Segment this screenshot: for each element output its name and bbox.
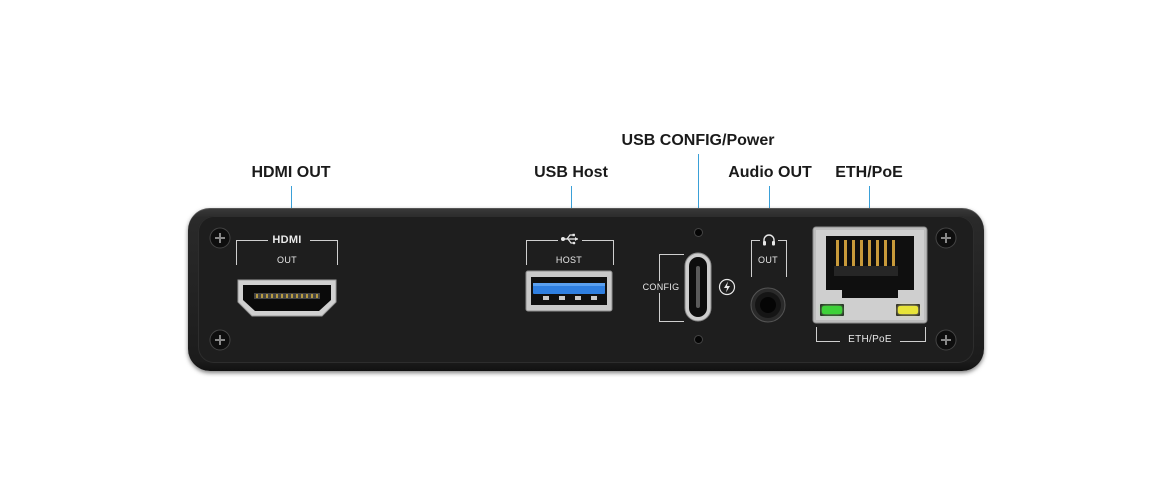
hdmi-port[interactable] bbox=[234, 276, 340, 320]
indicator-hole-bottom bbox=[695, 336, 702, 343]
usb-trident-icon bbox=[561, 233, 578, 245]
screw-icon bbox=[935, 329, 957, 351]
config-label: CONFIG bbox=[642, 282, 680, 292]
indicator-hole-top bbox=[695, 229, 702, 236]
usb-host-label: HOST bbox=[555, 255, 583, 265]
screw-icon bbox=[209, 227, 231, 249]
leader-line-usb-config bbox=[698, 154, 699, 228]
usb-c-config-power-port[interactable] bbox=[684, 252, 712, 322]
callout-usb-config-power: USB CONFIG/Power bbox=[621, 132, 775, 149]
callout-audio-out: Audio OUT bbox=[728, 164, 812, 181]
link-led-green bbox=[822, 306, 842, 314]
usb-host-port[interactable] bbox=[525, 270, 613, 312]
hdmi-label: HDMI bbox=[272, 234, 302, 246]
screw-icon bbox=[209, 329, 231, 351]
hdmi-out-label: OUT bbox=[277, 255, 297, 265]
eth-poe-label: ETH/PoE bbox=[848, 334, 892, 345]
audio-jack[interactable] bbox=[750, 287, 786, 323]
lightning-bolt-icon bbox=[718, 278, 736, 296]
audio-out-label: OUT bbox=[758, 255, 778, 265]
callout-hdmi-out: HDMI OUT bbox=[251, 164, 331, 181]
activity-led-yellow bbox=[898, 306, 918, 314]
callout-eth-poe: ETH/PoE bbox=[835, 164, 903, 181]
ethernet-poe-port[interactable] bbox=[812, 226, 928, 324]
device-rear-panel: HDMI OUT HOST bbox=[188, 208, 984, 371]
headphones-icon bbox=[763, 234, 775, 246]
callout-usb-host: USB Host bbox=[534, 164, 608, 181]
screw-icon bbox=[935, 227, 957, 249]
